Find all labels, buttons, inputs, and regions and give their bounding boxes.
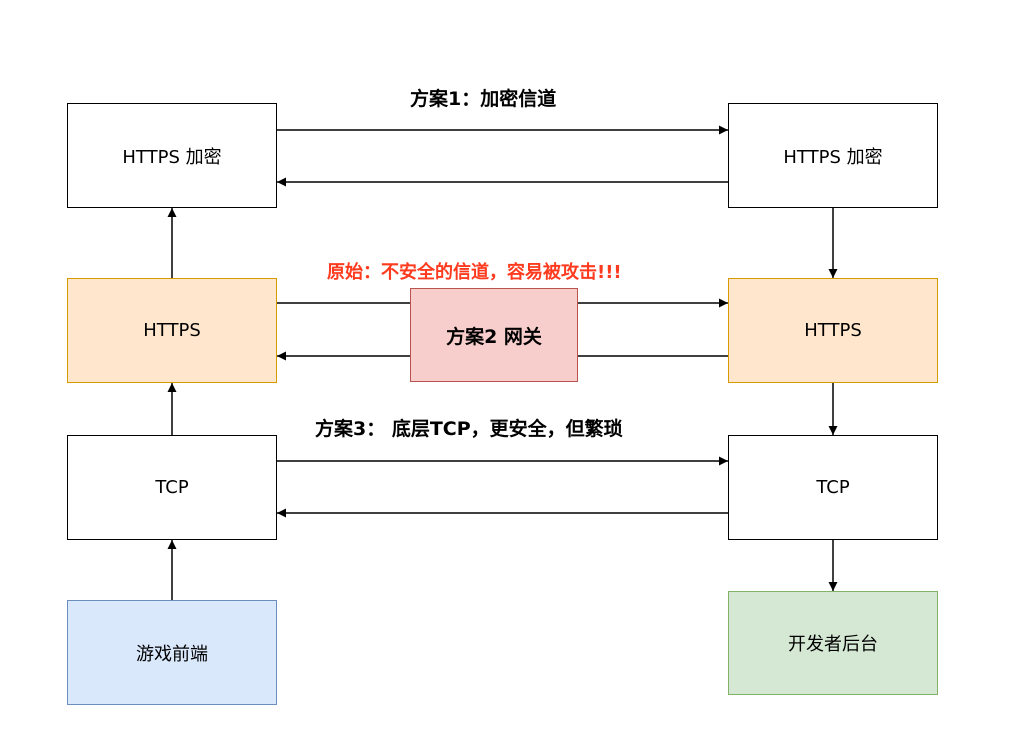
gateway-node: 方案2 网关: [410, 288, 578, 382]
right-https-node: HTTPS: [728, 278, 938, 383]
right-encrypt-node: HTTPS 加密: [728, 103, 938, 208]
left-https-node: HTTPS: [67, 278, 277, 383]
right-tcp-node: TCP: [728, 435, 938, 540]
client-node: 游戏前端: [67, 600, 277, 705]
left-tcp-node: TCP: [67, 435, 277, 540]
plan1-label: 方案1：加密信道: [410, 88, 557, 110]
left-encrypt-node: HTTPS 加密: [67, 103, 277, 208]
server-node: 开发者后台: [728, 591, 938, 695]
plan3-label: 方案3： 底层TCP，更安全，但繁琐: [315, 418, 623, 440]
original-channel-label: 原始：不安全的信道，容易被攻击!!!: [327, 262, 622, 283]
